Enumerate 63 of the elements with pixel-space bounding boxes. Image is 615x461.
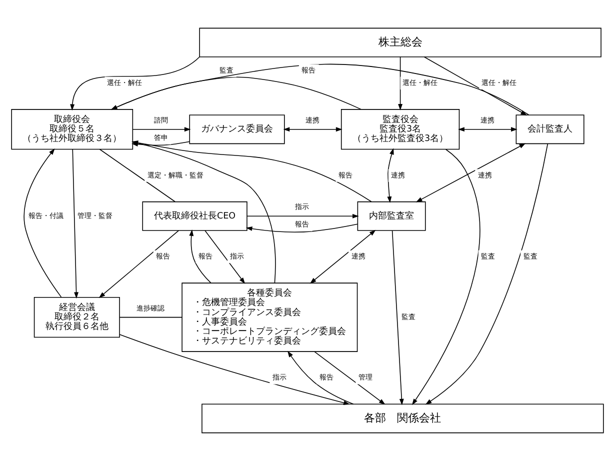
- edge-label: 選任・解任: [107, 78, 142, 87]
- arrow: [189, 230, 212, 284]
- edge-label: 報告: [302, 66, 316, 75]
- edge-label: 連携: [351, 252, 366, 261]
- arrow: [398, 56, 403, 110]
- arrow: [458, 127, 518, 132]
- arrow: [387, 148, 394, 203]
- arrow: [110, 76, 362, 110]
- edge-label: 報告: [319, 372, 334, 382]
- arrow: [98, 230, 180, 298]
- node-box: 株主総会: [199, 28, 602, 58]
- arrow: [314, 351, 386, 405]
- connector: [119, 316, 182, 318]
- edge-label: 報告: [198, 252, 212, 261]
- arrow: [392, 230, 404, 406]
- arrow: [119, 334, 350, 405]
- edge-label: 管理: [358, 372, 372, 382]
- arrow: [287, 350, 354, 405]
- arrow: [24, 148, 62, 298]
- edge-label: 監査: [401, 312, 416, 322]
- edge-label: 報告: [295, 220, 310, 229]
- node-box: 各種委員会 ・危機管理委員会 ・コンプライアンス委員会 ・人事委員会 ・コーポレートブランディング委員会 ・サステナビリティ委員会: [182, 282, 358, 352]
- node-box: 経営会議 取締役２名 執行役員６名他: [34, 297, 120, 338]
- arrow: [132, 127, 191, 132]
- edge-label: 連携: [391, 170, 406, 180]
- arrow: [310, 230, 376, 284]
- node-box: 取締役会 取締役５名 （うち社外取締役３名）: [11, 109, 134, 150]
- edge-label: 選定・解職・監督: [147, 170, 204, 180]
- edge-label: 管理・監督: [78, 210, 113, 220]
- arrow: [72, 148, 79, 299]
- arrow: [283, 127, 342, 132]
- node-box: ガバナンス委員会: [189, 114, 285, 144]
- edge-label: 連携: [306, 115, 320, 124]
- arrow: [70, 56, 200, 111]
- edge-label: 監査: [481, 252, 496, 261]
- edge-label: 諮問: [154, 115, 168, 124]
- edge-label: 選任・解任: [402, 78, 438, 87]
- edge-label: 指示: [272, 372, 286, 382]
- node-box: 内部監査室: [357, 201, 426, 231]
- edge-label: 監査: [523, 252, 538, 261]
- node-box: 各部 関係会社: [202, 404, 604, 434]
- edge-label: 選任・解任: [482, 78, 517, 87]
- edge-label: 連携: [478, 170, 492, 180]
- node-box: 会計監査人: [516, 114, 584, 144]
- arrow: [412, 148, 480, 406]
- edge-label: 答申: [154, 132, 168, 142]
- node-box: 監査役会 監査役3名 （うち社外監査役3名）: [340, 109, 460, 150]
- edge-label: 報告・付議: [28, 210, 64, 220]
- connector: [99, 148, 176, 202]
- edge-label: 報告: [156, 252, 170, 261]
- edge-label: 指示: [295, 202, 310, 212]
- arrow: [246, 224, 358, 232]
- arrow: [246, 214, 359, 218]
- node-box: 代表取締役社長CEO: [142, 201, 248, 231]
- edge-label: 連携: [480, 115, 495, 124]
- edge-label: 監査: [219, 66, 234, 75]
- arrow: [204, 230, 246, 284]
- arrow: [424, 56, 528, 116]
- arrow: [425, 143, 548, 405]
- arrow: [416, 143, 526, 202]
- edge-label: 進捗確認: [136, 303, 164, 312]
- edge-label: 報告: [338, 170, 353, 180]
- edge-label: 指示: [230, 252, 244, 261]
